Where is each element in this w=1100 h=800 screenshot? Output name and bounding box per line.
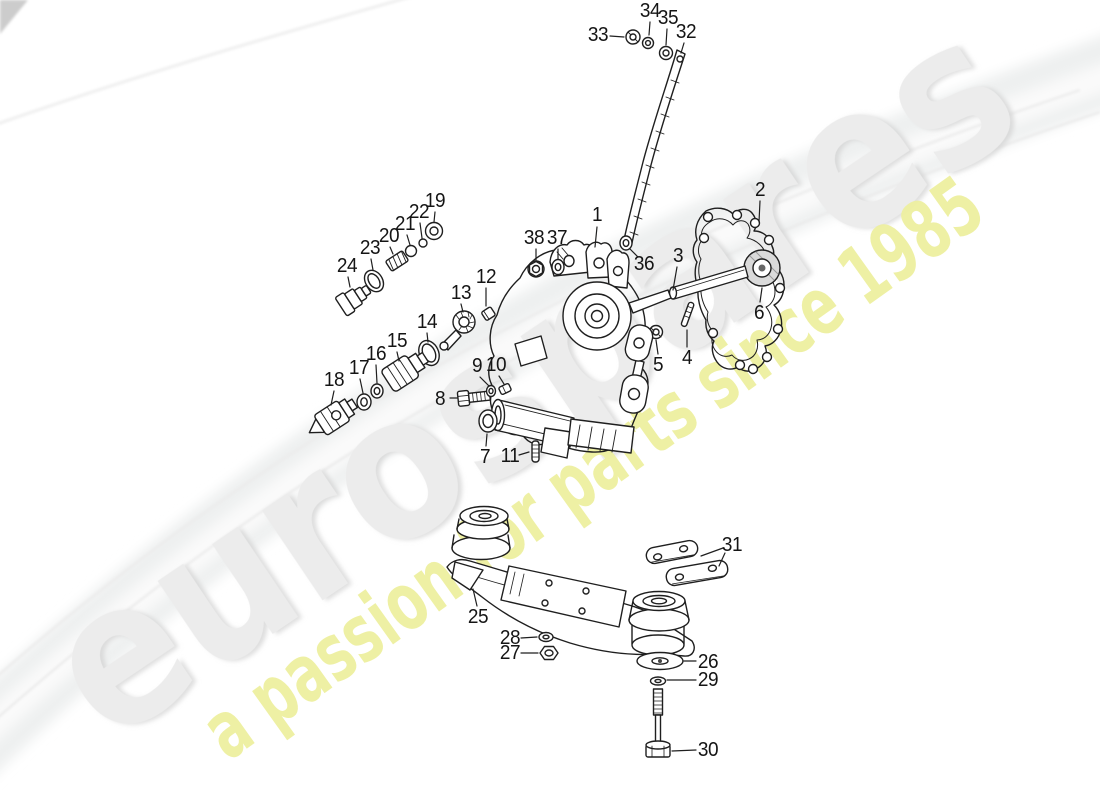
part-17-ring [356,393,372,411]
part-12-cap [481,306,496,321]
housing-right-links [619,324,654,414]
part-13-speedo-pinion [439,310,476,351]
housing-ears [549,239,630,289]
part-35-ring [658,45,674,61]
part-21-ball [404,244,418,258]
corner-wedge [0,0,28,34]
leader-lines [330,21,763,752]
part-33-locknut [625,29,641,45]
part-38-nut [527,260,545,278]
housing-left-block [514,335,548,367]
part-16-ring [370,383,384,399]
crossmember-plate [500,565,627,628]
part-3-shaft [668,265,749,300]
part-6-hub [743,249,781,287]
left-mount [451,505,511,561]
background-swoosh [0,0,1100,771]
part-29-washer [649,676,667,686]
part-9-washer [485,384,497,398]
part-31-brackets [645,539,729,587]
part-22-ball [418,238,428,248]
part-10-sleeve [498,383,512,395]
part-20-spring [385,250,409,272]
part-19-capnut [424,221,444,241]
part-2-gasket [692,207,786,375]
housing-bottom-plate [540,418,635,459]
part-28-washer [538,631,554,643]
part-4-pin [680,301,695,328]
part-25-crossmember [446,505,695,657]
right-mount [628,590,690,656]
part-30-bolt [645,688,671,758]
gasket-bolt-holes [698,209,786,375]
part-1-housing [488,239,672,459]
part-37-washer [551,258,565,276]
part-24-plug [335,285,372,317]
line-art [308,29,786,758]
watermark-brand: eurospares [5,0,1054,784]
part-15-switch [381,351,430,392]
part-36-ring [619,235,633,251]
part-34-washer [641,36,655,50]
part-18-switch [308,398,359,436]
part-7-bushing [478,409,498,433]
part-26-mount-disc [636,651,684,671]
part-27-nut [539,645,559,661]
housing-boss [562,281,672,351]
part-11-stud [531,440,540,463]
part-23-oring [363,269,385,293]
